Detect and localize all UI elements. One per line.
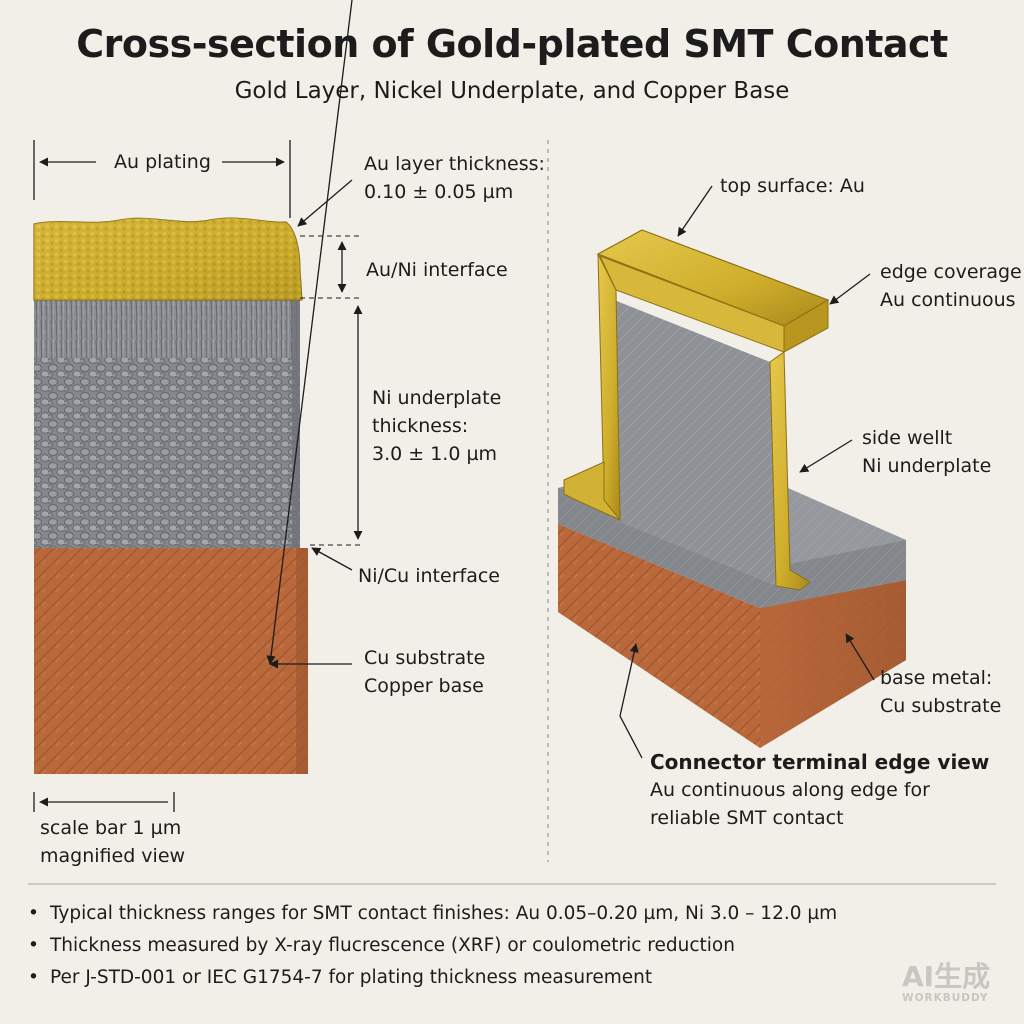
note-item: Thickness measured by X-ray flucrescence…: [28, 930, 908, 962]
au-plating-label: Au plating: [114, 151, 211, 173]
page-subtitle: Gold Layer, Nickel Underplate, and Coppe…: [234, 78, 790, 104]
terminal-nickel-wall: [614, 300, 776, 586]
edge-coverage-label: edge coverage: Au continuous: [880, 261, 1024, 311]
notes-list: Typical thickness ranges for SMT contact…: [28, 898, 908, 994]
terminal-gold-foot: [563, 461, 621, 521]
ni-thickness-label: Ni underplate thickness: 3.0 ± 1.0 µm: [372, 387, 502, 465]
au-ni-interface-label: Au/Ni interface: [366, 259, 508, 281]
note-item: Per J-STD-001 or IEC G1754-7 for plating…: [28, 962, 908, 994]
top-surface-label: top surface: Au: [720, 175, 865, 197]
side-wall-label: side wellt Ni underplate: [862, 427, 992, 477]
scale-bar-label: scale bar 1 µm magnified view: [40, 817, 186, 867]
cu-substrate-leader: [266, 0, 353, 665]
terminal-caption-title: Connector terminal edge view: [650, 750, 990, 774]
base-metal-label: base metal: Cu substrate: [880, 667, 1002, 717]
terminal-caption: Connector terminal edge view Au continuo…: [650, 750, 990, 829]
ni-cu-leader: [311, 547, 353, 571]
terminal-gold-edge: [769, 351, 811, 591]
ni-cu-interface-label: Ni/Cu interface: [358, 565, 500, 587]
caption-leader: [619, 643, 643, 759]
cross-section-block: [33, 217, 308, 774]
page-title: Cross-section of Gold-plated SMT Contact: [76, 22, 948, 66]
side-wall-leader: [799, 439, 853, 473]
note-item: Typical thickness ranges for SMT contact…: [28, 898, 908, 930]
au-thickness-leader: [297, 179, 353, 227]
base-metal-leader: [845, 633, 875, 681]
au-thickness-label: Au layer thickness: 0.10 ± 0.05 µm: [364, 153, 545, 203]
watermark-logo: AI生成 WORKBUDDY: [902, 960, 991, 1005]
edge-coverage-leader: [829, 273, 871, 305]
cu-substrate-label: Cu substrate Copper base: [364, 647, 486, 697]
terminal-edge-view: [558, 229, 906, 748]
top-surface-leader: [677, 185, 713, 237]
copper-layer: [34, 548, 308, 774]
